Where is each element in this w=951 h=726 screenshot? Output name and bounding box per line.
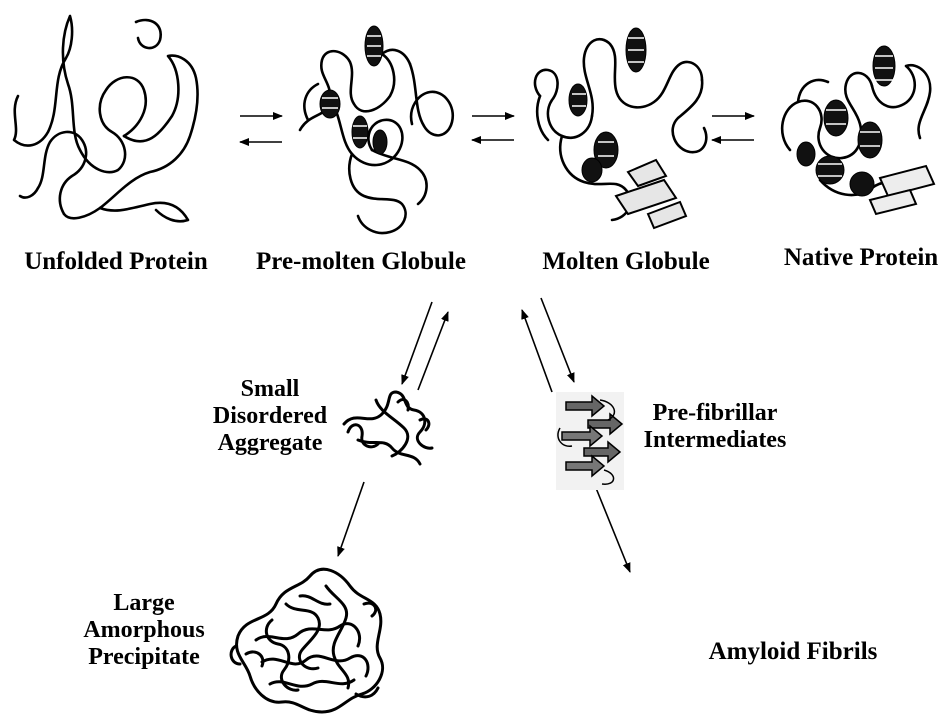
pre-molten-helices bbox=[320, 26, 387, 154]
molten-globule-structure bbox=[535, 39, 706, 220]
amyloid-fibrils-label: Amyloid Fibrils bbox=[680, 638, 906, 666]
prefibrillar-structure bbox=[556, 392, 624, 490]
molten-globule-label: Molten Globule bbox=[528, 248, 724, 276]
native-beta-sheet bbox=[870, 166, 934, 214]
small-aggregate-line-3: Aggregate bbox=[200, 430, 340, 457]
small-aggregate-label: Small Disordered Aggregate bbox=[200, 376, 340, 457]
large-precipitate-structure bbox=[231, 569, 383, 712]
native-protein-label: Native Protein bbox=[772, 244, 950, 272]
prefibrillar-label: Pre-fibrillar Intermediates bbox=[630, 400, 800, 454]
molten-beta-sheet bbox=[616, 160, 686, 228]
small-aggregate-line-2: Disordered bbox=[200, 403, 340, 430]
pre-molten-globule-label: Pre-molten Globule bbox=[240, 248, 482, 276]
large-precipitate-label: Large Amorphous Precipitate bbox=[74, 590, 214, 671]
small-aggregate-line-1: Small bbox=[200, 376, 340, 403]
unfolded-protein-structure bbox=[14, 16, 198, 221]
prefibrillar-line-1: Pre-fibrillar bbox=[630, 400, 800, 427]
large-precipitate-line-1: Large bbox=[74, 590, 214, 617]
molten-helices bbox=[569, 28, 646, 182]
large-precipitate-line-2: Amorphous bbox=[74, 617, 214, 644]
small-aggregate-structure bbox=[344, 392, 432, 464]
large-precipitate-line-3: Precipitate bbox=[74, 644, 214, 671]
unfolded-protein-label: Unfolded Protein bbox=[12, 248, 220, 276]
prefibrillar-line-2: Intermediates bbox=[630, 427, 800, 454]
